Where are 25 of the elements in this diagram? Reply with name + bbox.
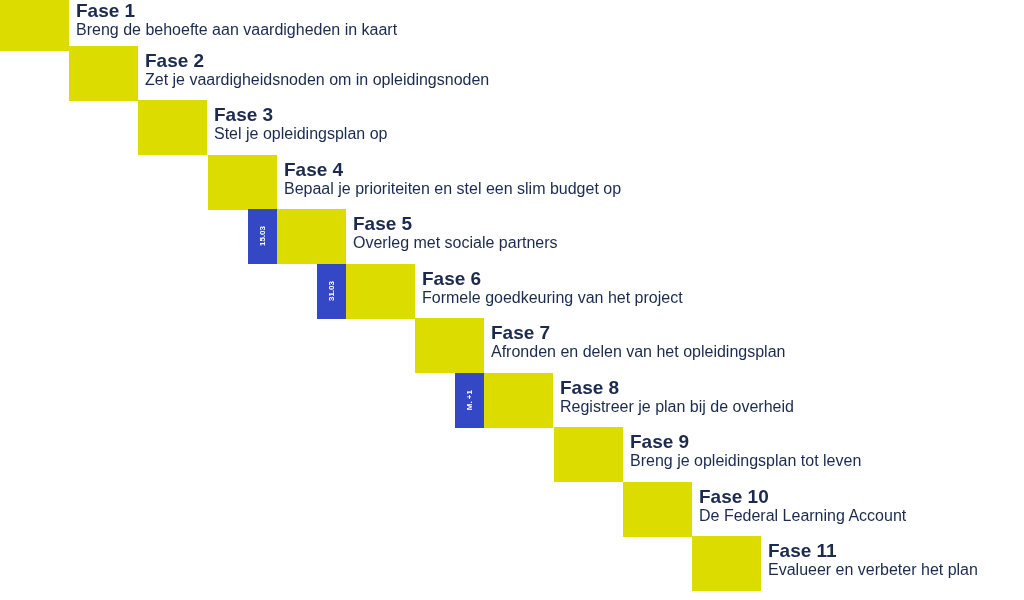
phase-heading: Fase 6 (422, 268, 482, 290)
phase-heading: Fase 11 (768, 540, 837, 562)
phase-description: Overleg met sociale partners (353, 234, 558, 252)
phase-description: De Federal Learning Account (699, 507, 907, 525)
date-tag: 31.03 (317, 264, 346, 319)
phase-heading: Fase 7 (491, 322, 551, 344)
phase-heading: Fase 5 (353, 213, 413, 235)
phase-description: Registreer je plan bij de overheid (560, 398, 794, 416)
date-tag: 15.03 (248, 209, 277, 264)
phase-heading: Fase 2 (145, 50, 205, 72)
phase-description: Afronden en delen van het opleidingsplan (491, 343, 786, 361)
phase-description: Bepaal je prioriteiten en stel een slim budget op (284, 180, 622, 198)
phase-heading: Fase 9 (630, 431, 690, 453)
phase-description: Formele goedkeuring van het project (422, 289, 683, 307)
phase-heading: Fase 8 (560, 377, 620, 399)
phase-heading: Fase 10 (699, 486, 769, 508)
phase-description: Breng je opleidingsplan tot leven (630, 452, 862, 470)
phase-description: Evalueer en verbeter het plan (768, 561, 978, 579)
phase-description: Zet je vaardigheidsnoden om in opleidingsnoden (145, 71, 490, 89)
phase-description: Breng de behoefte aan vaardigheden in kaart (76, 21, 398, 39)
phase-heading: Fase 1 (76, 0, 136, 22)
phase-description: Stel je opleidingsplan op (214, 125, 388, 143)
phase-heading: Fase 3 (214, 104, 274, 126)
phase-heading: Fase 4 (284, 159, 344, 181)
date-tag: M. +1 (455, 373, 484, 428)
